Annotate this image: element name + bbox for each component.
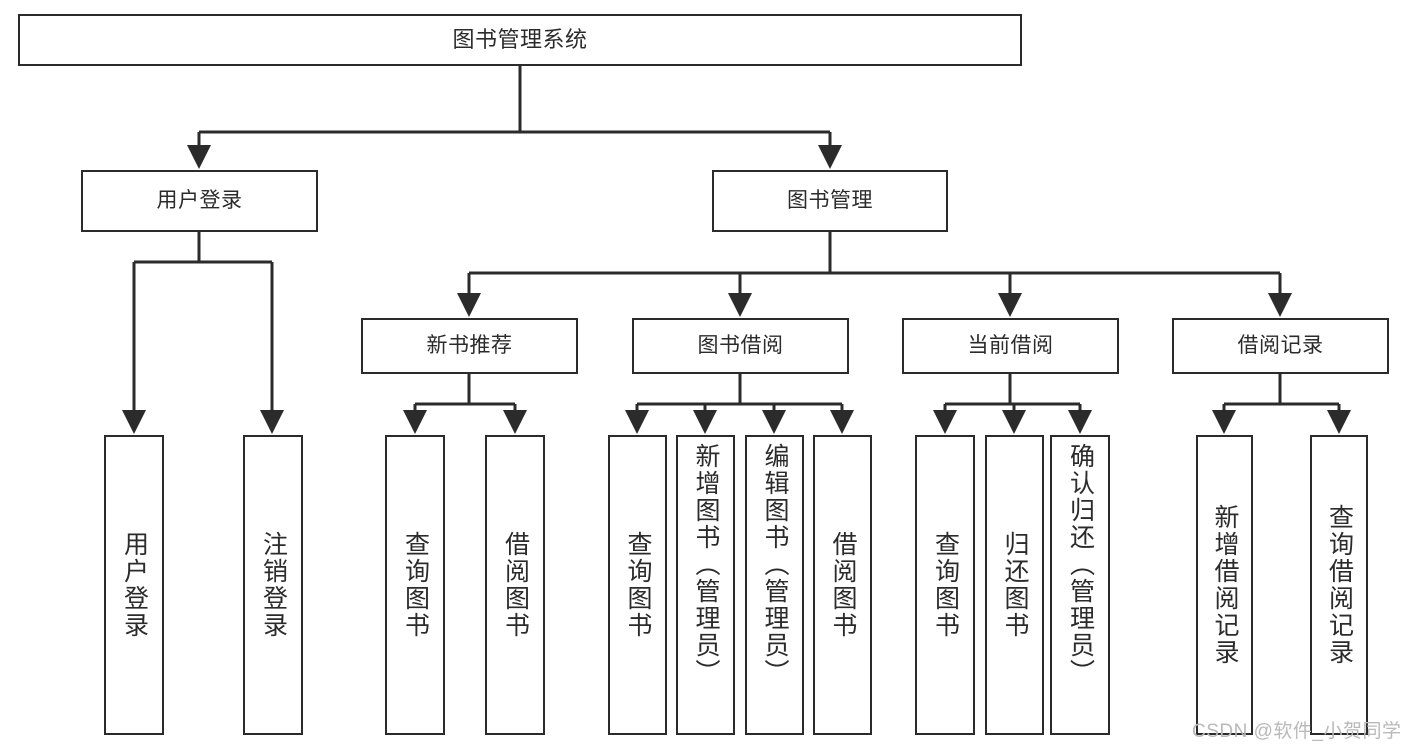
leaf-borrow-books[interactable]: 借阅图书 — [813, 435, 872, 735]
node-label: 借阅图书 — [501, 531, 530, 639]
node-label: 图书管理 — [787, 188, 873, 212]
csdn-watermark: CSDN @软件_小贺同学 — [1192, 721, 1402, 742]
leaf-logout[interactable]: 注销登录 — [243, 435, 303, 735]
leaf-add-borrow-record[interactable]: 新增借阅记录 — [1196, 435, 1253, 735]
node-borrow-records[interactable]: 借阅记录 — [1172, 318, 1389, 374]
node-label: 图书管理系统 — [452, 27, 588, 53]
node-label: 图书借阅 — [697, 333, 784, 357]
node-label: 借阅记录 — [1237, 333, 1324, 357]
node-label: 用户登录 — [156, 188, 243, 212]
node-label: 归还图书 — [1001, 531, 1029, 639]
node-book-borrowing[interactable]: 图书借阅 — [632, 318, 849, 374]
leaf-confirm-return-admin[interactable]: 确认归还（管理员） — [1050, 435, 1110, 735]
node-new-book-recommend[interactable]: 新书推荐 — [361, 318, 578, 374]
node-user-login[interactable]: 用户登录 — [81, 170, 318, 232]
node-book-management[interactable]: 图书管理 — [712, 170, 948, 232]
node-label: 查询图书 — [931, 531, 960, 639]
node-label: 查询图书 — [401, 531, 430, 639]
node-current-borrowing[interactable]: 当前借阅 — [902, 318, 1119, 374]
leaf-query-books-newbook[interactable]: 查询图书 — [385, 435, 445, 735]
leaf-edit-book-admin[interactable]: 编辑图书（管理员） — [745, 435, 804, 735]
leaf-return-books[interactable]: 归还图书 — [985, 435, 1044, 735]
node-label: 新增借阅记录 — [1211, 504, 1239, 666]
node-label: 查询借阅记录 — [1325, 504, 1354, 666]
node-label: 新书推荐 — [426, 333, 513, 357]
node-label: 编辑图书（管理员） — [761, 443, 789, 686]
node-label: 当前借阅 — [967, 333, 1054, 357]
leaf-query-books-borrow[interactable]: 查询图书 — [608, 435, 667, 735]
node-label: 新增图书（管理员） — [692, 443, 720, 686]
node-label: 用户登录 — [120, 531, 149, 639]
node-label: 查询图书 — [624, 531, 652, 639]
leaf-borrow-books-newbook[interactable]: 借阅图书 — [485, 435, 545, 735]
leaf-query-borrow-record[interactable]: 查询借阅记录 — [1310, 435, 1368, 735]
leaf-user-login[interactable]: 用户登录 — [104, 435, 164, 735]
node-label: 借阅图书 — [829, 531, 857, 639]
leaf-add-book-admin[interactable]: 新增图书（管理员） — [676, 435, 735, 735]
leaf-query-books-current[interactable]: 查询图书 — [915, 435, 975, 735]
node-root-book-management-system[interactable]: 图书管理系统 — [18, 14, 1022, 66]
node-label: 确认归还（管理员） — [1066, 443, 1095, 686]
node-label: 注销登录 — [259, 531, 288, 639]
